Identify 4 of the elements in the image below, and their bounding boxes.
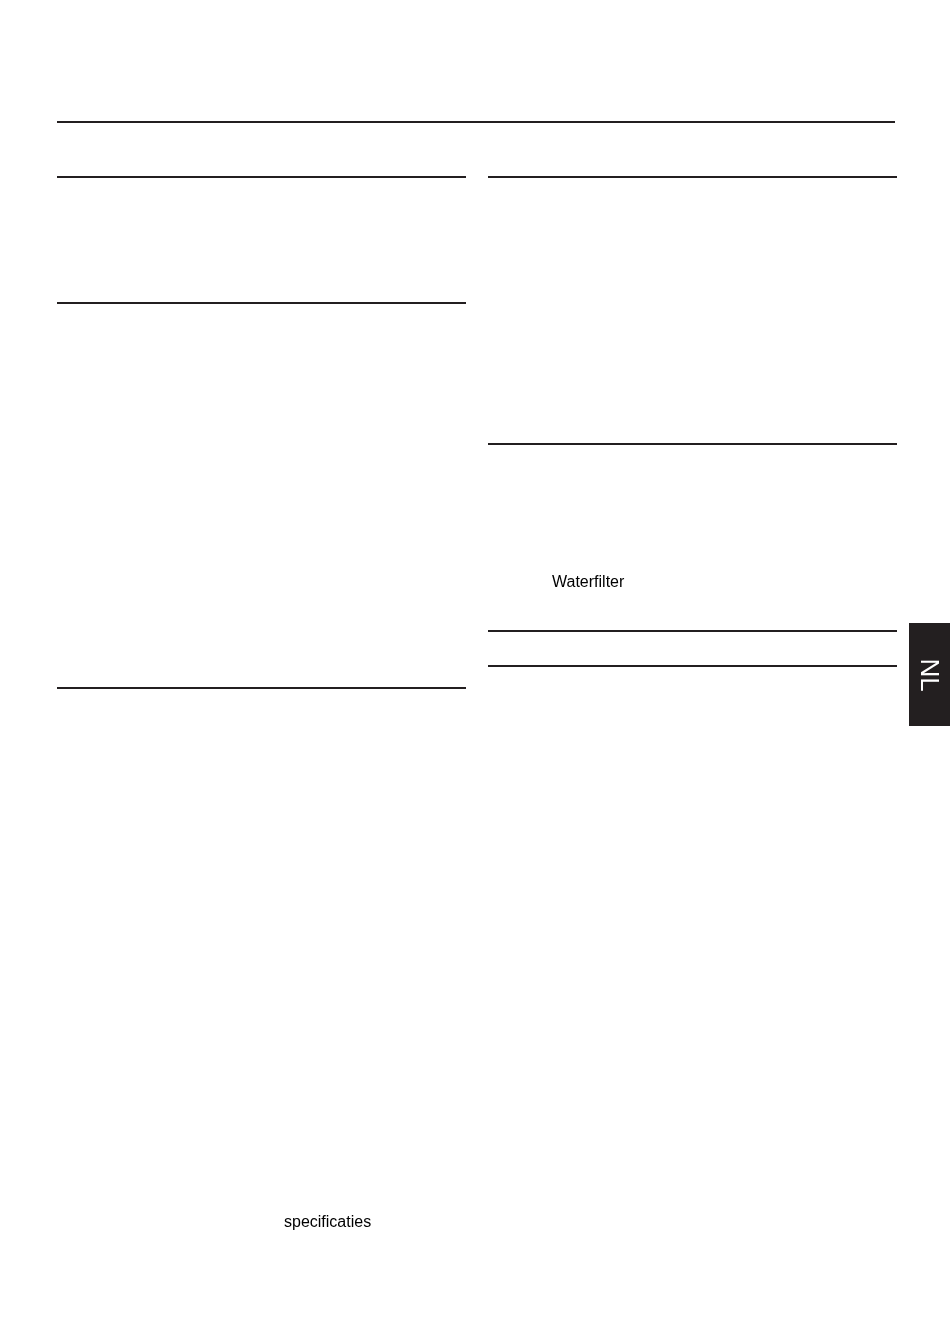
text-label: Waterfilter [552, 574, 625, 590]
language-code: NL [916, 657, 943, 692]
language-tab [909, 623, 950, 726]
text-label: specificaties [284, 1214, 372, 1230]
